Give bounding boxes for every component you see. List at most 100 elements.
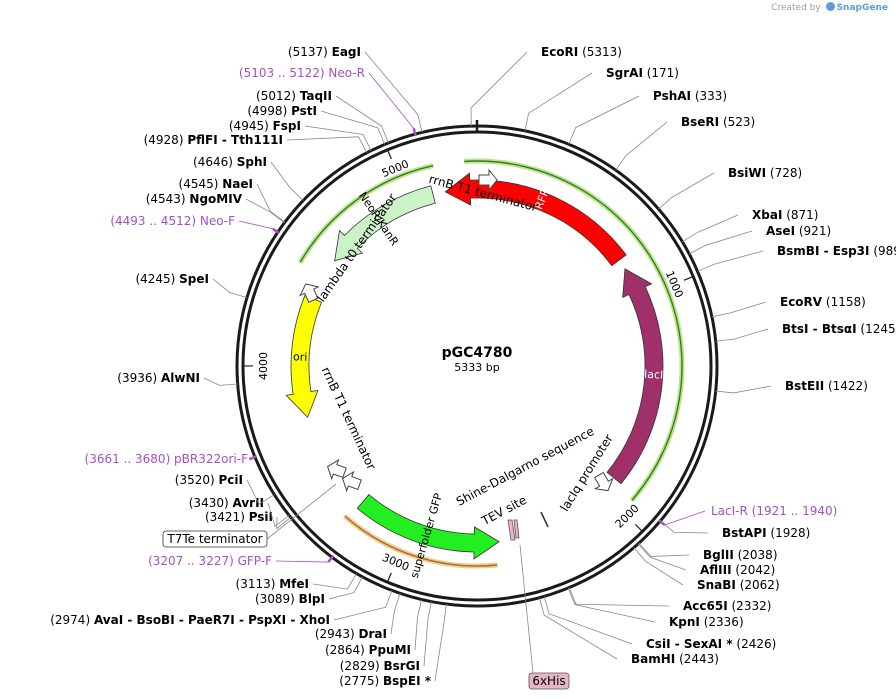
enzyme-label-kpni: KpnI (2336) [669,615,744,629]
t7te-terminator-box: T7Te terminator [162,530,268,548]
tick-5000 [386,149,392,160]
enzyme-leader [682,214,739,243]
enzyme-leader [637,543,687,571]
credit-brand: SnapGene [836,3,888,13]
enzyme-label-spei: (4245) SpeI [135,272,209,286]
primer-leader [368,72,414,129]
primer-label-neo-r: (5103 .. 5122) Neo-R [239,66,365,80]
plasmid-size: 5333 bp [454,361,499,374]
terminator-icon [342,470,362,493]
enzyme-leader [304,125,372,151]
enzyme-label-bstapi: BstAPI (1928) [722,526,810,540]
tev-site-label: TEV site [478,493,528,529]
primer-arc-gfp-line [344,515,498,567]
enzyme-label-avrii: (3430) AvrII [189,496,264,510]
enzyme-leader [212,278,248,298]
enzyme-label-ppumi: (2864) PpuMI [325,643,411,657]
enzyme-label-snabi: SnaBI (2062) [697,578,780,592]
primer-arc-neo [298,163,434,264]
enzyme-leader [390,593,401,635]
enzyme-leader [423,601,432,667]
enzyme-leader [658,172,715,210]
enzyme-leader [320,110,386,145]
feature-label-ori: ori [293,350,308,364]
enzyme-leader [364,51,423,133]
enzyme-label-sphi: (4646) SphI [193,155,267,169]
terminator-icon [478,168,498,192]
enzyme-leader [633,547,684,586]
his-tag-mark [507,519,516,541]
plasmid-name: pGC4780 [442,345,513,361]
enzyme-label-psii: (3421) PsiI [205,510,273,524]
his-tag-box: 6xHis [528,672,570,690]
enzyme-leader [434,603,447,682]
enzyme-label-bsiwi: BsiWI (728) [728,166,802,180]
enzyme-leader [335,95,389,144]
enzyme-leader [568,587,670,607]
enzyme-label-eagi: (5137) EagI [288,45,361,59]
enzyme-leader [414,599,423,651]
primer-mark [248,454,258,461]
feature-mrfp1 [444,172,627,267]
primer-leader [275,560,329,563]
enzyme-label-alwni: (3936) AlwNI [117,371,200,385]
enzyme-leader [543,596,633,645]
snapgene-credit: Created by SnapGene [771,2,888,13]
enzyme-label-sgrai: SgrAI (171) [606,66,679,80]
enzyme-leader [312,573,357,590]
tag-marks [507,511,549,541]
enzyme-label-mfei: (3113) MfeI [236,577,309,591]
enzyme-leader [568,95,640,145]
enzyme-label-taqii: (5012) TaqII [256,89,332,103]
feature-laci [606,268,664,485]
tick-3000 [386,572,392,583]
sd-mark [540,511,549,528]
enzyme-leader [689,230,753,255]
terminator-label-lower: rrnB T1 terminator [319,365,379,472]
enzyme-leader [660,520,709,534]
credit-prefix: Created by [771,3,821,13]
terminator-icon [593,471,614,492]
primer-label-neo-f: (4493 .. 4512) Neo-F [110,214,235,228]
enzyme-label-acc65i: Acc65I (2332) [683,599,771,613]
enzyme-leader [276,516,291,530]
enzyme-label-fspi: (4945) FspI [229,119,301,133]
enzyme-label-bglii: BglII (2038) [703,548,778,562]
enzyme-leader [470,51,528,127]
feature-superfolder-gfp [356,494,500,560]
his-tag-label: 6xHis [532,674,565,688]
primer-arc-lacI-line [464,160,683,501]
enzyme-leader [246,479,275,505]
enzyme-label-blpi: (3089) BlpI [255,592,325,606]
enzyme-leader [638,542,690,557]
terminator-label-left: lambda t0 terminator [314,191,399,305]
tick-2000 [634,523,643,532]
tev-site-mark [513,519,520,539]
enzyme-label-bsmbi-esp3i: BsmBI - Esp3I (989) [777,244,896,258]
enzyme-leader [615,121,668,171]
enzyme-leader [256,183,286,223]
enzyme-label-btsi-bts-i: BtsI - BtsαI (1245) [782,322,896,336]
primer-mark [412,127,417,137]
primer-label-gfp-f: (3207 .. 3227) GFP-F [148,554,272,568]
snapgene-logo-icon [825,2,835,11]
enzyme-label-pcii: (3520) PciI [175,473,243,487]
primer-leader [664,510,706,526]
enzyme-leader [286,136,368,153]
enzyme-label-bsrgi: (2829) BsrGI [340,659,420,673]
enzyme-leader [697,250,764,272]
enzyme-label-bsteii: BstEII (1422) [785,379,868,393]
terminator-icon [327,458,347,481]
enzyme-leader [539,597,618,660]
feature-ori [285,294,323,419]
enzyme-label-ecori: EcoRI (5313) [541,45,622,59]
enzyme-label-bspei: (2775) BspEI * [339,674,431,688]
enzyme-leader [245,198,285,223]
enzyme-leader [203,377,238,386]
enzyme-leader [270,161,304,201]
feature-neor-kanr [334,185,436,262]
enzyme-label-naei: (4545) NaeI [179,177,253,191]
enzyme-leader [333,590,393,621]
primer-label-laci-r: LacI-R (1921 .. 1940) [711,504,837,518]
